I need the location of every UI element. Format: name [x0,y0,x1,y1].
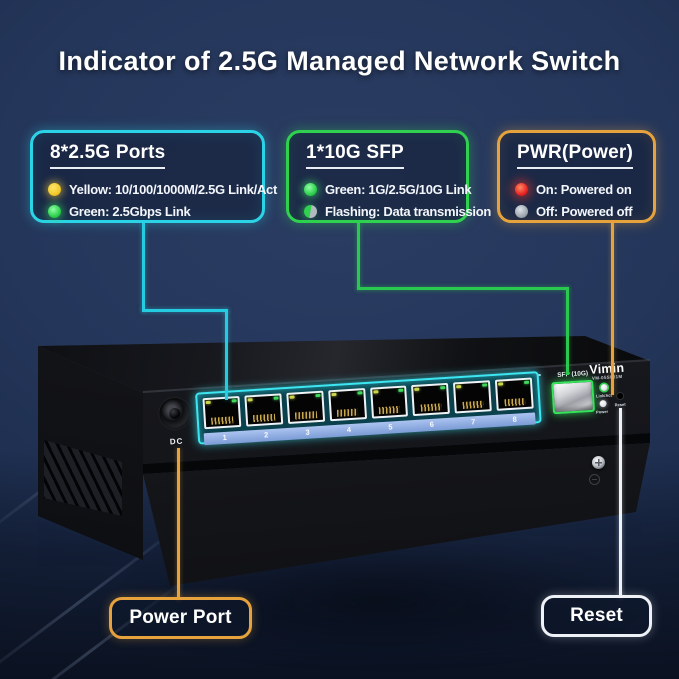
port-led-right [315,393,321,398]
legend-text: Flashing: Data transmission [325,204,491,219]
port-number: 6 [429,419,435,430]
connector-sfp-h [356,287,569,290]
port-pins [295,411,317,420]
port-pins [378,405,401,415]
port-pins [462,400,484,409]
port-number: 8 [512,414,517,424]
green-led-icon [304,183,317,196]
callout-sfp: 1*10G SFP Green: 1G/2.5G/10G Link Flashi… [286,130,491,223]
port-led-right [356,391,363,395]
port-led-left [289,395,295,399]
reset-label: Reset [614,401,626,408]
callout-ports-title: 8*2.5G Ports [50,142,166,169]
rj45-port-4[interactable] [327,388,367,422]
port-number: 2 [263,430,269,440]
legend-text: Green: 1G/2.5G/10G Link [325,182,472,197]
reset-label-box: Reset [541,595,652,637]
port-led-left [331,392,337,397]
callout-power: PWR(Power) On: Powered on Off: Powered o… [497,130,656,223]
legend-text: Green: 2.5Gbps Link [69,204,191,219]
connector-ports-v1 [141,223,145,312]
legend-row: Flashing: Data transmission [304,204,491,219]
port-number: 3 [305,427,310,437]
connector-reset-v [619,408,622,598]
link-act-led [600,383,608,392]
legend-row: Green: 2.5Gbps Link [48,204,252,219]
rj45-port-5[interactable] [369,385,409,419]
callout-ports: 8*2.5G Ports Yellow: 10/100/1000M/2.5G L… [30,130,277,223]
port-led-left [456,384,462,389]
port-led-right [440,385,446,390]
port-pins [420,403,443,412]
port-pins [503,398,526,407]
dc-label: DC [169,436,184,447]
page-title: Indicator of 2.5G Managed Network Switch [58,46,621,76]
port-led-left [247,398,253,402]
rj45-port-8[interactable] [494,377,534,411]
rj45-port-6[interactable] [411,382,451,417]
rj45-port-1[interactable] [202,395,242,430]
power-led-label: Power [595,408,609,415]
port-number: 4 [346,425,352,435]
connector-sfp-v1 [356,223,360,290]
rj45-port-2[interactable] [244,393,283,427]
legend-row: Yellow: 10/100/1000M/2.5G Link/Act [48,182,277,197]
case-screw [592,456,605,469]
legend-row: On: Powered on [515,182,643,197]
legend-text: On: Powered on [536,182,632,197]
callout-sfp-title: 1*10G SFP [306,142,404,169]
port-led-left [205,400,211,405]
power-led [599,399,607,408]
connector-power-v [610,223,614,395]
port-led-right [273,396,279,400]
dc-power-jack[interactable] [158,397,192,430]
legend-text: Off: Powered off [536,204,633,219]
connector-power-port-v [176,448,180,600]
port-led-right [524,380,530,385]
port-led-right [482,383,488,387]
legend-row: Off: Powered off [515,204,643,219]
ground-symbol-icon [589,474,600,485]
port-number: 5 [388,422,393,432]
port-pins [253,413,275,423]
port-led-right [231,399,237,403]
port-pins [336,408,359,417]
port-pins [211,416,234,425]
gray-led-icon [515,205,528,218]
port-led-left [414,387,420,391]
green-led-icon [48,205,61,218]
port-number: 7 [470,417,476,427]
sfp-port[interactable] [551,379,596,415]
port-number: 1 [222,432,228,443]
red-led-icon [515,183,528,196]
port-led-left [372,390,378,394]
legend-row: Green: 1G/2.5G/10G Link [304,182,472,197]
reset-button[interactable] [616,392,624,400]
legend-text: Yellow: 10/100/1000M/2.5G Link/Act [69,182,278,197]
connector-ports-h [141,309,228,312]
connector-sfp-v2 [565,287,569,375]
connector-ports-v2 [224,309,228,400]
port-led-left [498,382,504,386]
rj45-port-7[interactable] [453,380,492,414]
yellow-led-icon [48,183,61,196]
port-led-right [398,388,404,392]
flashing-led-icon [304,205,317,218]
power-port-label: Power Port [109,597,252,639]
callout-power-title: PWR(Power) [517,142,633,169]
rj45-port-3[interactable] [286,390,325,424]
